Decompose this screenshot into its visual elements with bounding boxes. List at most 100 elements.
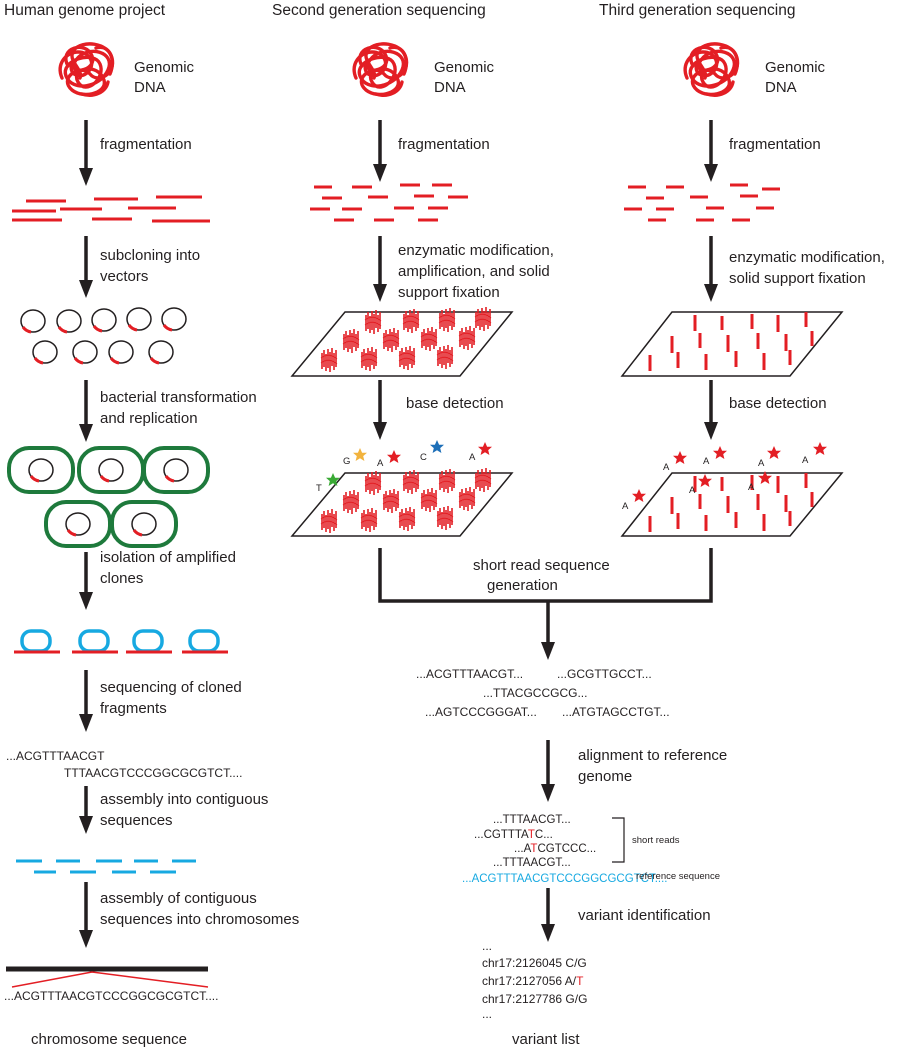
svg-text:A: A [758, 458, 765, 469]
bacterium-icon [77, 446, 145, 494]
variant-identification-label: variant identification [578, 907, 711, 924]
reference-sequence-label: reference sequence [636, 871, 720, 882]
step-chromosomes-line-2: sequences into chromosomes [100, 911, 299, 928]
arrowhead [79, 816, 93, 834]
variant-row: chr17:2127786 G/G [482, 992, 587, 1006]
final-label-chromosome-sequence: chromosome sequence [31, 1031, 187, 1048]
step-modification-line-1: enzymatic modification, [729, 249, 885, 266]
svg-text:A: A [802, 455, 809, 466]
bacterial-cells [7, 446, 210, 548]
arrowhead [79, 592, 93, 610]
svg-text:A: A [622, 501, 629, 512]
dna-fragments-second [310, 183, 468, 222]
short-read-label-line-1: short read sequence [473, 557, 610, 574]
svg-text:A: A [748, 482, 755, 493]
short-read: ...ATGTAGCCTGT... [562, 705, 670, 719]
clone-icon [70, 629, 120, 654]
solid-support [290, 311, 514, 377]
star-label-icon: A [689, 474, 712, 496]
svg-text:A: A [689, 485, 696, 496]
plasmid-icon [71, 339, 99, 365]
vector-plasmids [19, 306, 188, 365]
short-read: ...ACGTTTAACGT... [416, 667, 523, 681]
solid-support [290, 472, 514, 537]
plasmid-icon [160, 306, 188, 332]
overlapping-read-1: ...ACGTTTAACGT [6, 749, 105, 763]
step-chromosomes-line-1: assembly of contiguous [100, 890, 257, 907]
variant-base: T [530, 843, 537, 855]
aligned-read: ...TTTAACGT... [493, 857, 571, 869]
genomic-dna-third: Genomic DNA [683, 42, 826, 97]
variant-base: T [576, 974, 584, 988]
plasmid-icon [107, 339, 135, 365]
aligned-read: ...CGTTTATC... [474, 829, 553, 841]
tangled-dna-icon [683, 42, 740, 97]
overlapping-read-2: TTTAACGTCCCGGCGCGTCT.... [64, 766, 242, 780]
single-molecule-support [620, 311, 844, 377]
plasmid-icon [90, 307, 118, 333]
bacterium-icon [44, 500, 112, 548]
star-label-icon: T [316, 473, 340, 494]
short-read-list: ...ACGTTTAACGT... ...GCGTTGCCT... ...TTA… [416, 667, 670, 719]
svg-text:A: A [703, 456, 710, 467]
dna-label-line-1: Genomic [134, 59, 195, 76]
star-label-icon: A [622, 489, 646, 512]
column-second-arrows [373, 120, 387, 440]
step-modification-line-2: solid support fixation [729, 270, 866, 287]
arrowhead [79, 930, 93, 948]
title-third-generation: Third generation sequencing [599, 2, 795, 19]
variant-row: chr17:2127056 A/T [482, 974, 584, 988]
arrowhead [541, 924, 555, 942]
dna-label-line-2: DNA [434, 79, 466, 96]
aligned-read: ...TTTAACGT... [493, 814, 571, 826]
step-base-detection: base detection [729, 395, 827, 412]
plasmid-icon [19, 308, 47, 334]
solid-support [620, 472, 844, 537]
step-isolation-line-2: clones [100, 570, 143, 587]
arrowhead [79, 714, 93, 732]
arrowhead [79, 280, 93, 298]
genomic-dna-human: Genomic DNA [58, 42, 195, 97]
star-label-icon: A [748, 471, 772, 493]
variant-base: T [528, 829, 535, 841]
title-human-genome-project: Human genome project [4, 2, 166, 19]
reference-sequence: ...ACGTTTAACGTCCCGGCGCGTCT.... [462, 873, 668, 885]
merge-connector [378, 548, 713, 646]
short-reads-bracket [612, 817, 625, 863]
bacterium-icon [142, 446, 210, 494]
step-fragmentation: fragmentation [729, 136, 821, 153]
plasmid-icon [147, 339, 175, 365]
step-fragmentation: fragmentation [100, 136, 192, 153]
step-modification-line-3: support fixation [398, 284, 500, 301]
alignment-label-line-1: alignment to reference [578, 747, 727, 764]
dna-fragments-human [12, 195, 210, 223]
title-second-generation: Second generation sequencing [272, 2, 486, 19]
star-label-icon: C [420, 440, 444, 463]
column-third-arrows [704, 120, 718, 440]
svg-text:C: C [420, 452, 427, 463]
svg-text:A: A [377, 458, 384, 469]
svg-text:T: T [316, 483, 322, 494]
step-transformation-line-1: bacterial transformation [100, 389, 257, 406]
star-label-icon: A [802, 442, 827, 466]
svg-text:G: G [343, 456, 350, 467]
step-assembly-line-2: sequences [100, 812, 173, 829]
genomic-dna-second: Genomic DNA [352, 42, 495, 97]
step-transformation-line-2: and replication [100, 410, 198, 427]
zoom-lines [11, 971, 209, 988]
bacterium-icon [110, 500, 178, 548]
dna-fragments-third [624, 183, 780, 222]
dna-label-line-1: Genomic [765, 59, 826, 76]
dna-label-line-2: DNA [765, 79, 797, 96]
step-base-detection: base detection [406, 395, 504, 412]
svg-text:A: A [663, 462, 670, 473]
column-human-arrows [79, 120, 93, 948]
bacterium-icon [7, 446, 75, 494]
step-isolation-line-1: isolation of amplified [100, 549, 236, 566]
aligned-reads: ...TTTAACGT... ...CGTTTATC... ...ATCGTCC… [462, 814, 720, 885]
step-sequencing-line-2: fragments [100, 700, 167, 717]
variant-ellipsis: ... [482, 1007, 492, 1021]
amplified-clones [12, 629, 230, 654]
star-label-icon: A [703, 446, 727, 467]
